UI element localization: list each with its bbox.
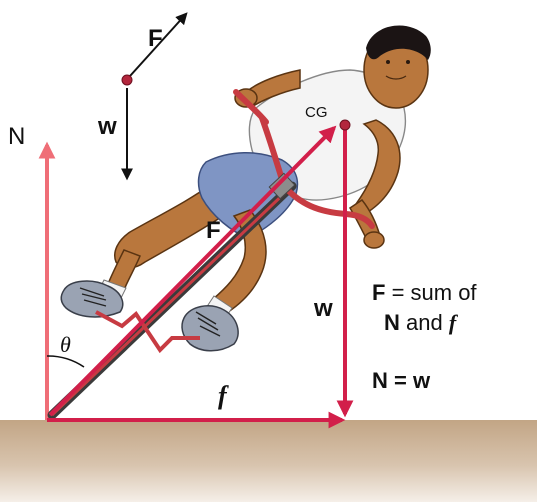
force-arrow [50,128,334,415]
small-weight-label: w [97,113,117,140]
legend-line-3: N = w [372,368,431,393]
friction-label: f [218,381,229,410]
ground [0,420,537,502]
legend-sum-text: = sum of [385,280,477,305]
right-shoe [182,306,238,351]
legend-and-text: and [400,310,449,335]
cg-label: CG [305,104,328,121]
force-label: F [206,217,221,244]
angle-label: θ [60,332,71,357]
small-force-label: F [148,25,163,52]
small-cg-dot [122,75,132,85]
angle-arc [47,356,84,367]
cg-dot [340,120,350,130]
legend-n-symbol: N [384,310,400,335]
legend-line-1: F = sum of [372,280,477,305]
legend-f-symbol: F [372,280,385,305]
legend-line-2: N and f [384,310,459,335]
legend-f-italic: f [449,310,459,335]
normal-label: N [8,123,25,150]
weight-label: w [313,295,333,322]
